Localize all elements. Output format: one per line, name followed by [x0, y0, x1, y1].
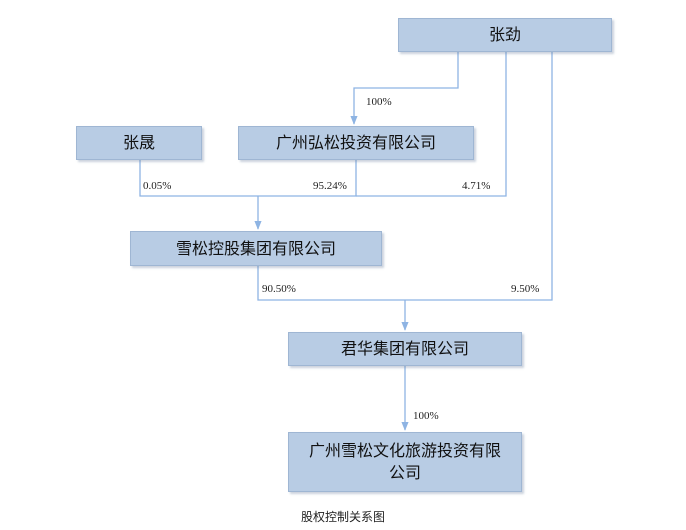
node-target-label: 广州雪松文化旅游投资有限公司	[308, 441, 501, 482]
pct-junhua-target: 100%	[413, 410, 439, 422]
pct-zhangjin-junhua: 9.50%	[511, 283, 540, 295]
node-zhang-jin: 张劲	[398, 18, 612, 52]
node-target: 广州雪松文化旅游投资有限公司	[288, 432, 522, 492]
pct-zhangsheng-xuesong: 0.05%	[143, 180, 172, 192]
edge-zhangjin-hongsong	[350, 52, 459, 125]
node-junhua: 君华集团有限公司	[288, 332, 522, 366]
node-zhang-jin-label: 张劲	[488, 25, 521, 45]
node-hongsong-label: 广州弘松投资有限公司	[275, 133, 436, 153]
node-xuesong-holding-label: 雪松控股集团有限公司	[175, 238, 336, 258]
edge-zhangjin-xuesong	[356, 52, 507, 197]
pct-zhangjin-hongsong: 100%	[366, 96, 392, 108]
node-zhang-sheng: 张晟	[76, 126, 202, 160]
pct-zhangjin-xuesong: 4.71%	[462, 180, 491, 192]
edge-xuesong-junhua	[257, 266, 405, 301]
pct-hongsong-xuesong: 95.24%	[313, 180, 347, 192]
node-hongsong: 广州弘松投资有限公司	[238, 126, 474, 160]
figure-caption: 股权控制关系图	[300, 510, 385, 524]
node-zhang-sheng-label: 张晟	[122, 133, 155, 153]
node-junhua-label: 君华集团有限公司	[340, 339, 469, 359]
edge-zhangsheng-xuesong	[139, 160, 258, 197]
edge-zhangjin-junhua	[405, 52, 553, 301]
node-xuesong-holding: 雪松控股集团有限公司	[130, 231, 382, 266]
pct-xuesong-junhua: 90.50%	[262, 283, 296, 295]
